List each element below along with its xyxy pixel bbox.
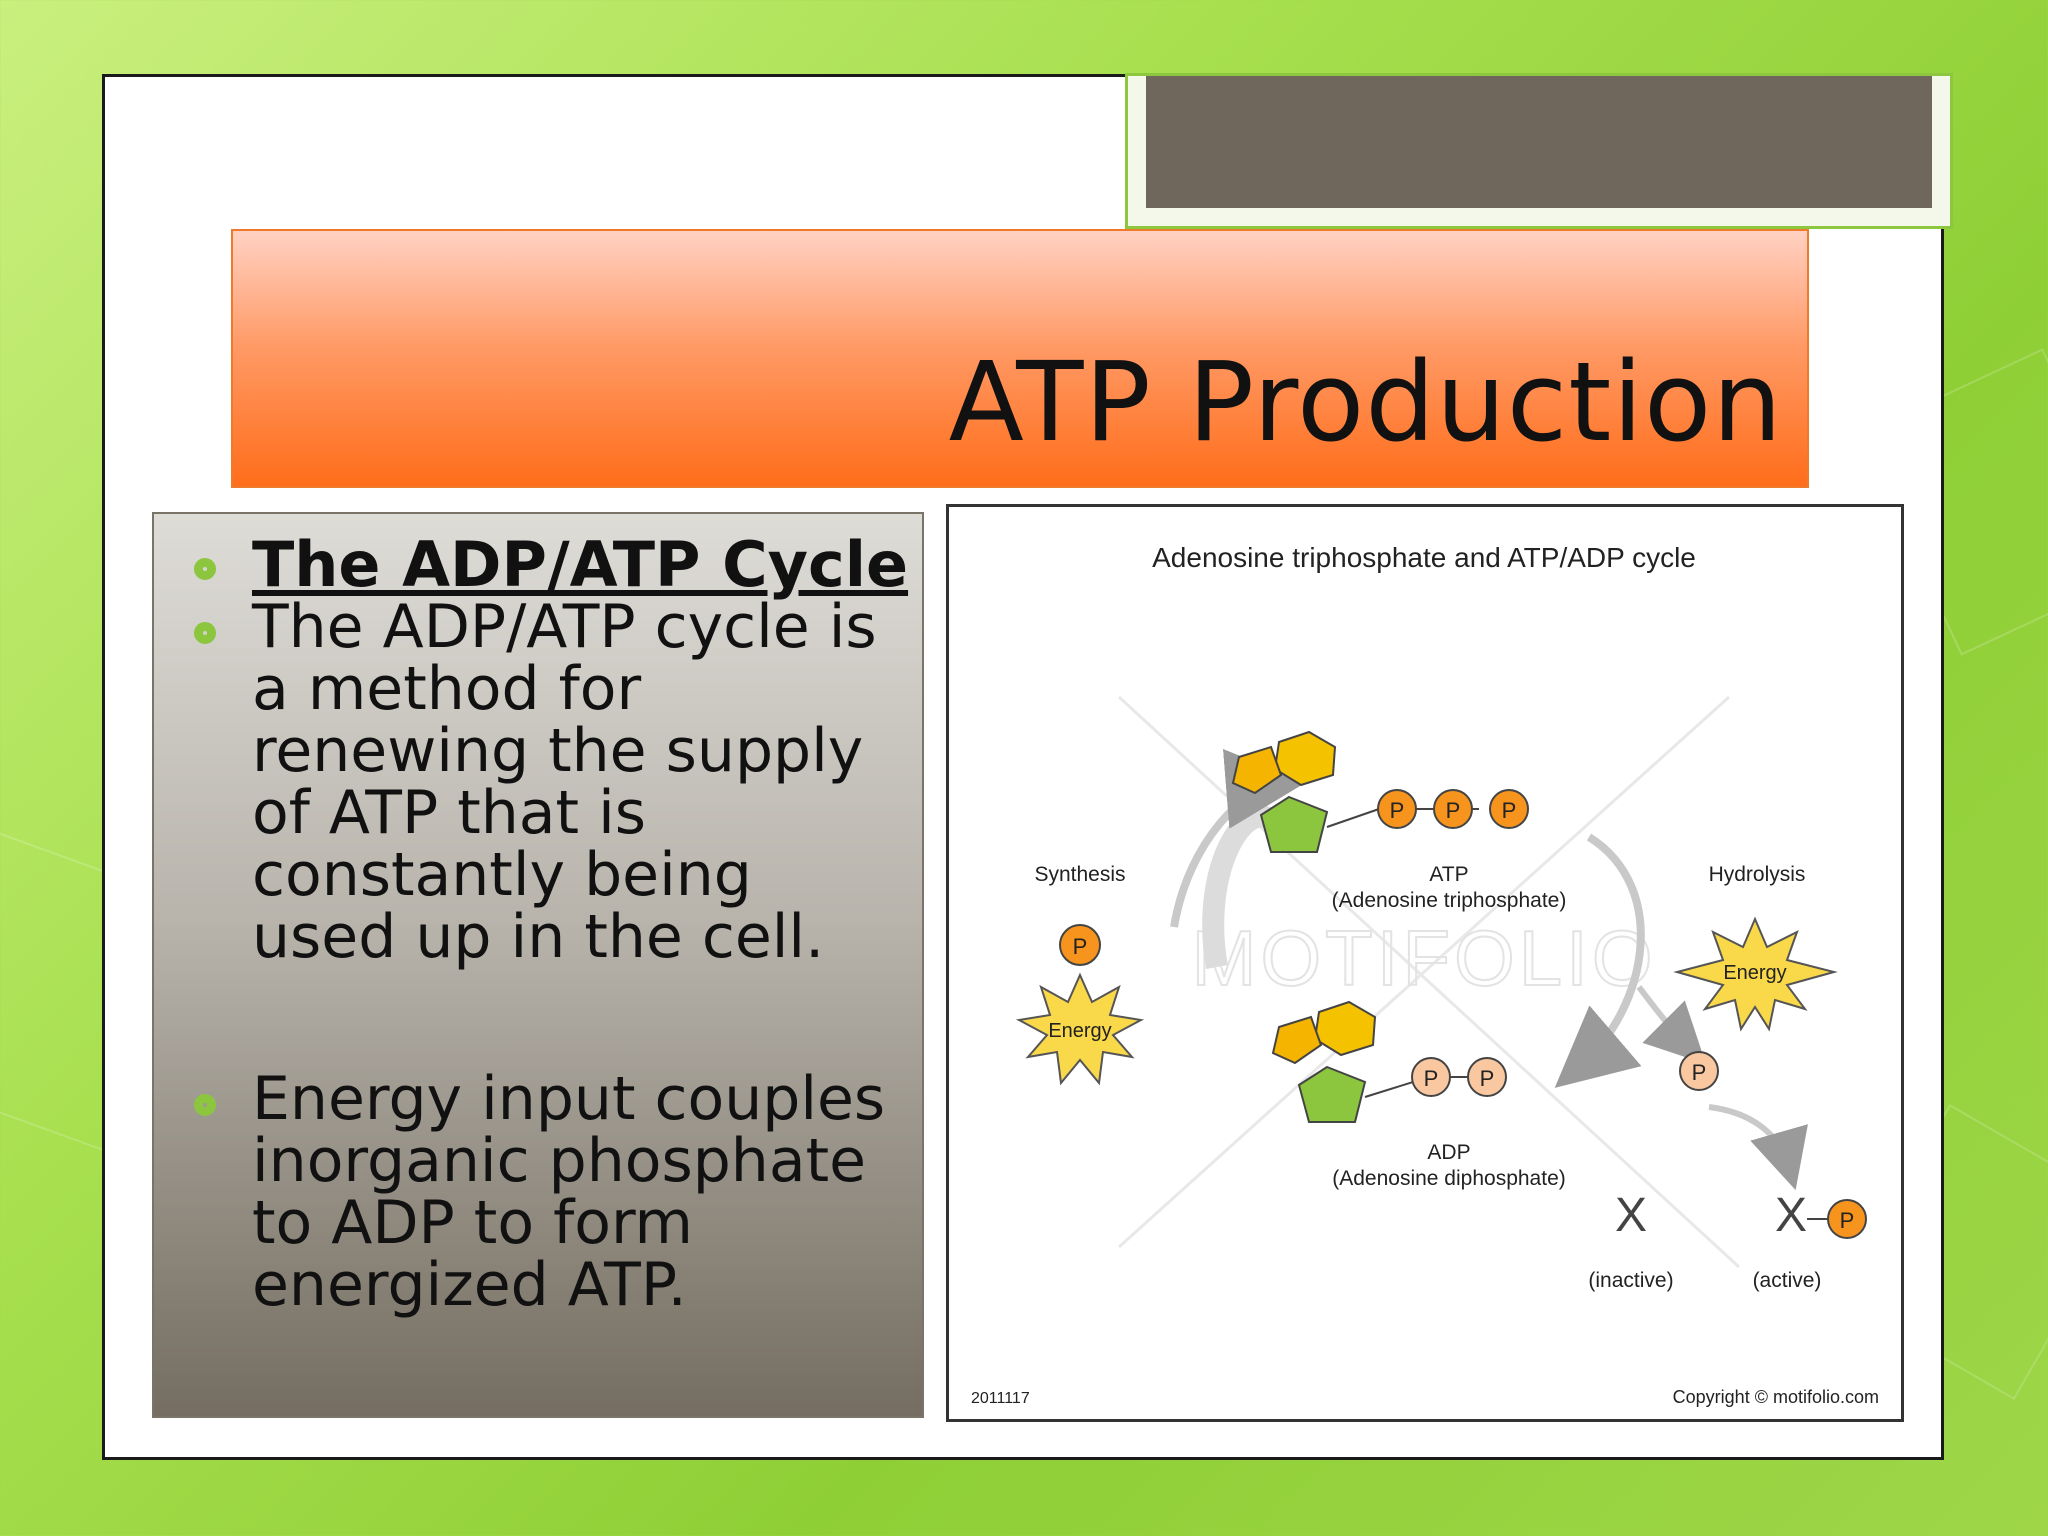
svg-text:P: P	[1840, 1208, 1855, 1233]
bullet-heading: The ADP/ATP Cycle	[252, 528, 909, 601]
release-arrow-icon	[1636, 985, 1706, 1064]
copyright-text: Copyright © motifolio.com	[1673, 1387, 1879, 1407]
energy-burst-icon: Energy	[1673, 916, 1838, 1032]
active-x-icon: X	[1775, 1189, 1807, 1242]
svg-text:Energy: Energy	[1048, 1020, 1111, 1042]
title-band: ATP Production	[231, 229, 1809, 488]
adp-label: ADP	[1427, 1141, 1470, 1164]
bullet-icon	[194, 622, 216, 644]
background-line	[1117, 695, 1731, 1249]
diagram-id: 2011117	[971, 1390, 1030, 1407]
active-label: (active)	[1753, 1269, 1822, 1292]
svg-text:P: P	[1502, 798, 1517, 823]
watermark-text: MOTIFOLIO	[1192, 914, 1657, 1002]
svg-text:P: P	[1073, 934, 1088, 959]
synthesis-label: Synthesis	[1034, 863, 1125, 886]
diagram-svg: Adenosine triphosphate and ATP/ADP cycle…	[971, 542, 1879, 1407]
adp-molecule-icon: P P	[1271, 1000, 1507, 1123]
phosphate-icon: P P P	[1377, 789, 1529, 829]
bullet-text: The ADP/ATP cycle is a method for renewi…	[252, 592, 877, 972]
bullet-icon	[194, 1094, 216, 1116]
hydrolysis-arrow-icon	[1554, 833, 1645, 1088]
inactive-x-icon: X	[1615, 1189, 1647, 1242]
energy-burst-icon: Energy	[1015, 972, 1145, 1086]
phosphate-icon: P	[1679, 1051, 1719, 1091]
svg-text:P: P	[1480, 1066, 1495, 1091]
activation-arrow-icon	[1708, 1104, 1808, 1191]
adp-full-label: (Adenosine diphosphate)	[1332, 1167, 1566, 1190]
svg-text:P: P	[1390, 798, 1405, 823]
atp-full-label: (Adenosine triphosphate)	[1332, 889, 1567, 912]
phosphate-icon: P	[1059, 924, 1101, 966]
background-line	[1117, 695, 1741, 1269]
inactive-label: (inactive)	[1588, 1269, 1673, 1292]
bullet-panel: The ADP/ATP Cycle The ADP/ATP cycle is a…	[152, 512, 924, 1418]
slide-title: ATP Production	[948, 338, 1783, 466]
bullet-icon	[194, 558, 216, 580]
atp-label: ATP	[1429, 863, 1468, 886]
top-decorative-tab	[1125, 73, 1953, 229]
atp-molecule-icon	[1231, 730, 1380, 853]
atp-cycle-diagram: Adenosine triphosphate and ATP/ADP cycle…	[946, 504, 1904, 1422]
top-tab-fill	[1146, 76, 1932, 208]
hydrolysis-label: Hydrolysis	[1709, 863, 1806, 886]
svg-text:P: P	[1446, 798, 1461, 823]
bullet-text: Energy input couples inorganic phosphate…	[252, 1064, 886, 1320]
phosphate-icon: P	[1827, 1199, 1867, 1239]
diagram-title: Adenosine triphosphate and ATP/ADP cycle	[1152, 542, 1696, 573]
svg-text:Energy: Energy	[1723, 962, 1786, 984]
svg-text:P: P	[1424, 1066, 1439, 1091]
svg-text:P: P	[1692, 1060, 1707, 1085]
